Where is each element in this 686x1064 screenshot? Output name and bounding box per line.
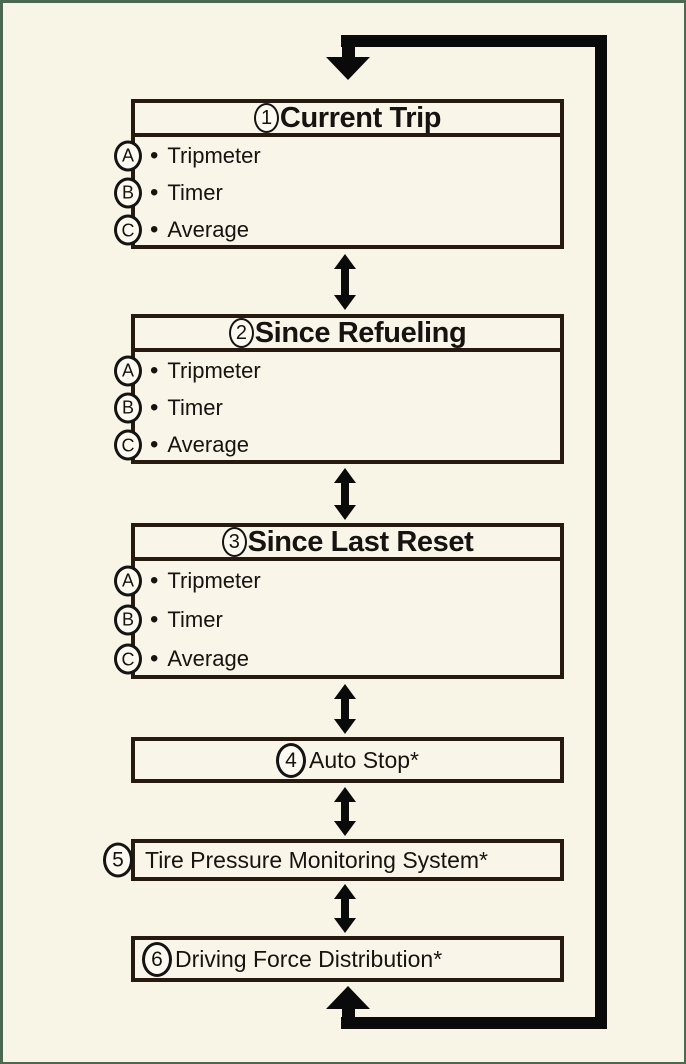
menu-box-tpms: 5 Tire Pressure Monitoring System* [103,839,564,881]
arrow-up-head-icon [334,787,356,802]
menu-box-since-last-reset-header: 3 Since Last Reset [135,527,560,561]
arrow-stem [341,481,349,507]
menu-box-current-trip: 1 Current Trip A • Tripmeter B • Timer C… [114,99,564,249]
menu-box-title: Since Last Reset [247,525,474,558]
item-a-badge: A [114,565,142,597]
item-a-badge: A [114,355,142,387]
menu-item-timer: B • Timer [114,600,560,639]
menu-box-title: Tire Pressure Monitoring System* [145,846,488,873]
arrow-up-head-icon [334,468,356,483]
item-c-badge: C [114,643,142,675]
arrow-up-head-icon [334,684,356,699]
step-2-badge: 2 [228,318,254,348]
menu-item-tripmeter: A • Tripmeter [114,561,560,600]
menu-item-label: Average [167,646,249,672]
menu-box-since-last-reset-items: A • Tripmeter B • Timer C • Average [114,561,560,679]
menu-item-label: Average [167,217,249,243]
arrow-stem [341,897,349,920]
menu-item-timer: B • Timer [114,174,560,211]
step-3-badge: 3 [221,527,247,557]
bullet-icon: • [150,605,159,633]
menu-box-title: Auto Stop* [309,746,419,773]
menu-box-auto-stop: 4 Auto Stop* [131,737,564,783]
arrow-down-head-icon [334,918,356,933]
menu-item-average: C • Average [114,640,560,679]
item-a-badge: A [114,140,142,172]
step-5-badge: 5 [103,842,133,878]
menu-box-driving-force-distribution: 6 Driving Force Distribution* [131,936,564,982]
bullet-icon: • [150,566,159,594]
double-arrow-5-6 [334,884,356,933]
menu-item-label: Timer [167,394,223,420]
menu-box-since-refueling: 2 Since Refueling A • Tripmeter B • Time… [114,314,564,464]
step-4-badge: 4 [276,742,307,778]
bullet-icon: • [150,356,159,384]
double-arrow-4-5 [334,787,356,836]
bullet-icon: • [150,645,159,673]
cycle-arrow-entry-stem [342,43,355,59]
menu-box-current-trip-header: 1 Current Trip [135,103,560,137]
arrow-up-head-icon [334,884,356,899]
step-1-badge: 1 [253,103,279,133]
menu-item-tripmeter: A • Tripmeter [114,352,560,389]
bullet-icon: • [150,216,159,244]
menu-item-label: Timer [167,606,223,632]
item-b-badge: B [114,177,142,209]
arrow-stem [341,697,349,721]
cycle-arrow-exit-stem [342,1007,355,1021]
bullet-icon: • [150,431,159,459]
menu-box-title: Since Refueling [254,316,467,349]
bullet-icon: • [150,178,159,206]
bullet-icon: • [150,141,159,169]
double-arrow-3-4 [334,684,356,734]
menu-item-label: Timer [167,179,223,205]
cycle-arrow-down-head-icon [326,57,370,80]
cycle-arrow-top-line [341,35,607,47]
arrow-stem [341,800,349,823]
item-b-badge: B [114,392,142,424]
item-c-badge: C [114,214,142,246]
menu-box-since-refueling-header: 2 Since Refueling [135,318,560,352]
menu-box-title: Driving Force Distribution* [175,945,443,972]
double-arrow-1-2 [334,254,356,310]
item-b-badge: B [114,604,142,636]
menu-item-label: Tripmeter [167,567,261,593]
menu-box-title: Current Trip [279,101,442,134]
step-6-badge: 6 [142,941,172,977]
cycle-arrow-up-head-icon [326,986,370,1009]
bullet-icon: • [150,393,159,421]
item-c-badge: C [114,429,142,461]
arrow-down-head-icon [334,295,356,310]
arrow-down-head-icon [334,719,356,734]
cycle-arrow-right-line [595,35,607,1029]
menu-box-since-refueling-items: A • Tripmeter B • Timer C • Average [114,352,560,464]
menu-item-average: C • Average [114,212,560,249]
menu-box-current-trip-items: A • Tripmeter B • Timer C • Average [114,137,560,249]
menu-item-tripmeter: A • Tripmeter [114,137,560,174]
menu-item-label: Average [167,432,249,458]
menu-item-average: C • Average [114,427,560,464]
double-arrow-2-3 [334,468,356,520]
arrow-down-head-icon [334,821,356,836]
menu-item-label: Tripmeter [167,357,261,383]
arrow-down-head-icon [334,505,356,520]
cycle-arrow-bottom-line [341,1017,607,1029]
arrow-stem [341,267,349,297]
menu-item-timer: B • Timer [114,389,560,426]
menu-item-label: Tripmeter [167,142,261,168]
menu-box-since-last-reset: 3 Since Last Reset A • Tripmeter B • Tim… [114,523,564,679]
arrow-up-head-icon [334,254,356,269]
